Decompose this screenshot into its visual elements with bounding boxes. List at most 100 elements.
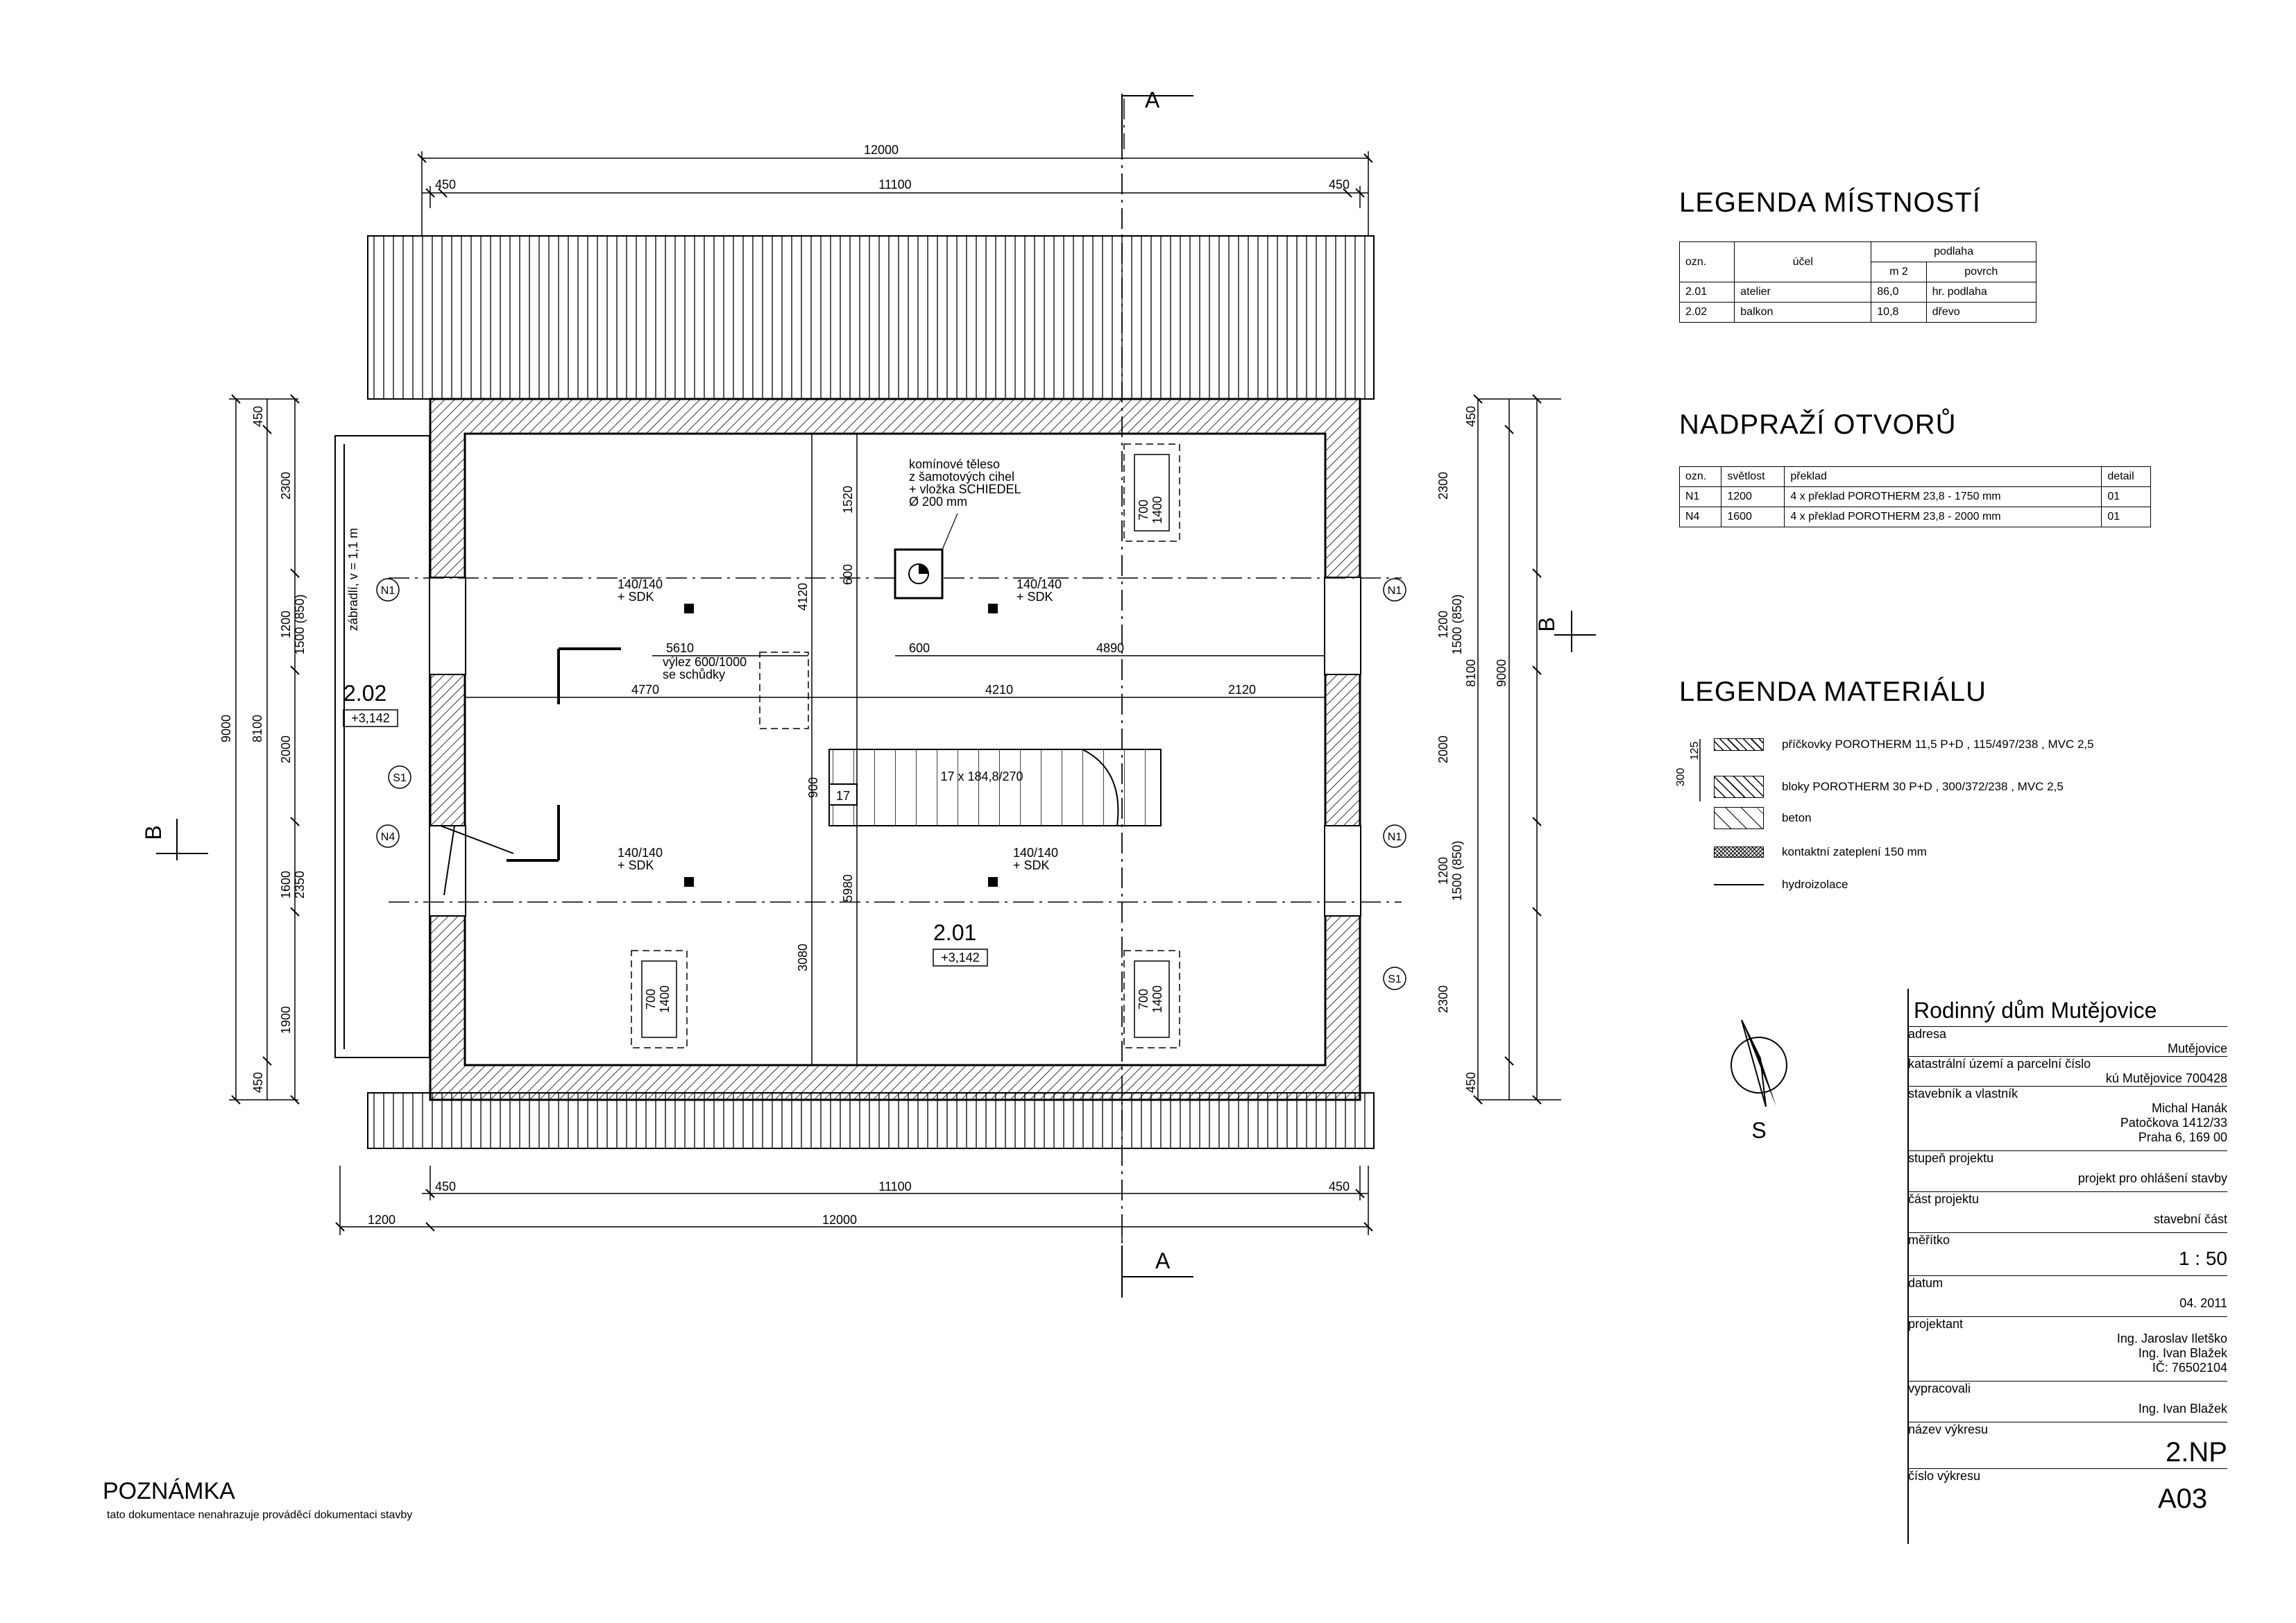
table-row: N1 1200 4 x překlad POROTHERM 23,8 - 175…: [1678, 486, 2151, 507]
cell: dřevo: [1925, 302, 2037, 323]
dim-bottom-offset: 1200: [368, 1213, 396, 1227]
swatch-insulation: [1714, 847, 1764, 858]
col-podlaha: podlaha: [1871, 241, 2036, 262]
chimney-line-1: komínové těleso: [909, 457, 1000, 471]
cell: N1: [1678, 486, 1722, 507]
sdk-vents: [684, 604, 998, 887]
lintels-title: NADPRAŽÍ OTVORŮ: [1679, 409, 1957, 440]
dimension-ticks: [231, 153, 1542, 1232]
staircase: [828, 749, 1162, 826]
hatch-note: výlez 600/1000 se schůdky: [663, 655, 747, 681]
cell: 10,8: [1871, 302, 1927, 323]
cell: světlost: [1721, 466, 1785, 487]
dim-bottom-right: 450: [1329, 1180, 1350, 1193]
cell: 4 x překlad POROTHERM 23,8 - 1750 mm: [1784, 486, 2102, 507]
col-m2: m 2: [1871, 262, 1927, 282]
sdk2-b: + SDK: [1017, 590, 1053, 604]
tb-value: Patočkova 1412/33: [2120, 1116, 2227, 1130]
tb-label: vypracovali: [1908, 1382, 1971, 1395]
grid-axes: [389, 99, 1402, 1270]
sdk2-a: 140/140: [1017, 577, 1062, 591]
dim-top-right: 450: [1329, 178, 1350, 192]
dim-top-left: 450: [435, 178, 456, 192]
col-ucel: účel: [1734, 241, 1872, 282]
dim-4120: 4120: [796, 583, 810, 611]
cell: 01: [2101, 507, 2151, 527]
tb-value: projekt pro ohlášení stavby: [2077, 1171, 2227, 1185]
swatch-block: [1714, 776, 1764, 798]
section-b-left: B: [141, 825, 166, 840]
balcony: [334, 435, 514, 1058]
tb-row-katastr: katastrální území a parcelní číslo kú Mu…: [1908, 1056, 2227, 1086]
sdk4-b: + SDK: [1013, 858, 1050, 872]
chimney-line-3: + vložka SCHIEDEL: [909, 482, 1021, 496]
chimney-note: komínové těleso z šamotových cihel + vlo…: [909, 457, 1021, 509]
dim-left-b: 1200: [279, 611, 293, 638]
dim-2120: 2120: [1228, 683, 1256, 697]
room-2-01-number: 2.01: [933, 920, 976, 945]
dim-right-bottom: 450: [1464, 1072, 1478, 1093]
dim-left-d2: 2350: [293, 871, 307, 899]
tb-row-stupen: stupeň projektu projekt pro ohlášení sta…: [1908, 1150, 2227, 1186]
note-text: tato dokumentace nenahrazuje prováděcí d…: [107, 1509, 413, 1521]
material-dim-125: 125: [1689, 742, 1701, 760]
table-row: 2.01 atelier 86,0 hr. podlaha: [1678, 282, 2037, 303]
dim-right-top: 450: [1464, 406, 1478, 427]
tag-n1-right: N1: [1388, 585, 1402, 597]
table-row: N4 1600 4 x překlad POROTHERM 23,8 - 200…: [1678, 507, 2151, 527]
material-item-2: bloky POROTHERM 30 P+D , 300/372/238 , M…: [1714, 776, 2064, 798]
material-item-4: kontaktní zateplení 150 mm: [1714, 845, 1927, 859]
tb-label: měřítko: [1908, 1233, 1950, 1247]
dim-4770: 4770: [631, 683, 659, 697]
win3-h: 1400: [1150, 985, 1164, 1013]
dim-left-overall: 9000: [219, 715, 233, 742]
dim-left-e: 1900: [279, 1006, 293, 1034]
win2-h: 1400: [658, 985, 672, 1013]
tag-labels: N1 N1 S1 N4 N1 S1: [381, 585, 1402, 985]
drawing-number: A03: [2158, 1484, 2208, 1514]
dim-600-h: 600: [909, 641, 930, 655]
room-2-01-level: +3,142: [941, 951, 980, 965]
cell: 2.01: [1678, 282, 1735, 303]
hatch-line-1: výlez 600/1000: [663, 655, 747, 669]
material-item-3: beton: [1714, 807, 1812, 829]
dim-left-bottom: 450: [251, 1072, 265, 1093]
chimney: [894, 513, 958, 600]
wall-openings: [429, 577, 1361, 917]
material-label: bloky POROTHERM 30 P+D , 300/372/238 , M…: [1782, 780, 2064, 793]
dims-left: 9000 8100 450 2300 1200 1500 (850) 2000 …: [219, 406, 360, 1093]
sdk3-a: 140/140: [618, 846, 663, 860]
dim-bottom-overall: 12000: [822, 1213, 857, 1227]
tb-row-projektant: projektant Ing. Jaroslav Iletško Ing. Iv…: [1908, 1316, 2227, 1375]
north-arrow: [1730, 1019, 1787, 1107]
col-ozn: ozn.: [1678, 241, 1735, 282]
room-2-02-number: 2.02: [343, 681, 386, 706]
dim-right-a: 2300: [1436, 472, 1450, 500]
tb-value: Michal Hanák: [2151, 1101, 2227, 1115]
tb-row-adresa: adresa Mutějovice: [1908, 1026, 2227, 1056]
stair-count: 17: [836, 789, 850, 803]
note: POZNÁMKA tato dokumentace nenahrazuje pr…: [103, 1478, 412, 1522]
note-title: POZNÁMKA: [103, 1478, 235, 1504]
tb-value: Mutějovice: [2167, 1042, 2227, 1055]
tag-n1-left: N1: [381, 585, 396, 597]
dim-right-overall: 9000: [1495, 659, 1508, 687]
dim-top-overall: 12000: [864, 143, 899, 157]
dim-right-e: 2300: [1436, 985, 1450, 1013]
tb-value: 04. 2011: [2179, 1296, 2227, 1310]
tb-label: část projektu: [1908, 1192, 1980, 1206]
tb-label: adresa: [1908, 1027, 1947, 1041]
col-povrch: povrch: [1925, 262, 2037, 282]
sdk-labels: 140/140 + SDK 140/140 + SDK 140/140 + SD…: [618, 577, 1062, 872]
material-label: kontaktní zateplení 150 mm: [1782, 845, 1927, 858]
tb-label: datum: [1908, 1276, 1944, 1290]
window-labels: 700 1400 700 1400 700 1400: [644, 496, 1164, 1013]
tb-label: katastrální území a parcelní číslo: [1908, 1057, 2091, 1071]
dim-left-top: 450: [251, 406, 265, 427]
roof-windows: [631, 443, 1180, 1048]
win2-w: 700: [644, 989, 658, 1010]
material-label: hydroizolace: [1782, 878, 1848, 891]
dim-right-inner: 8100: [1464, 659, 1478, 687]
dim-600-v: 600: [841, 564, 855, 585]
tag-s1-right: S1: [1388, 974, 1402, 985]
